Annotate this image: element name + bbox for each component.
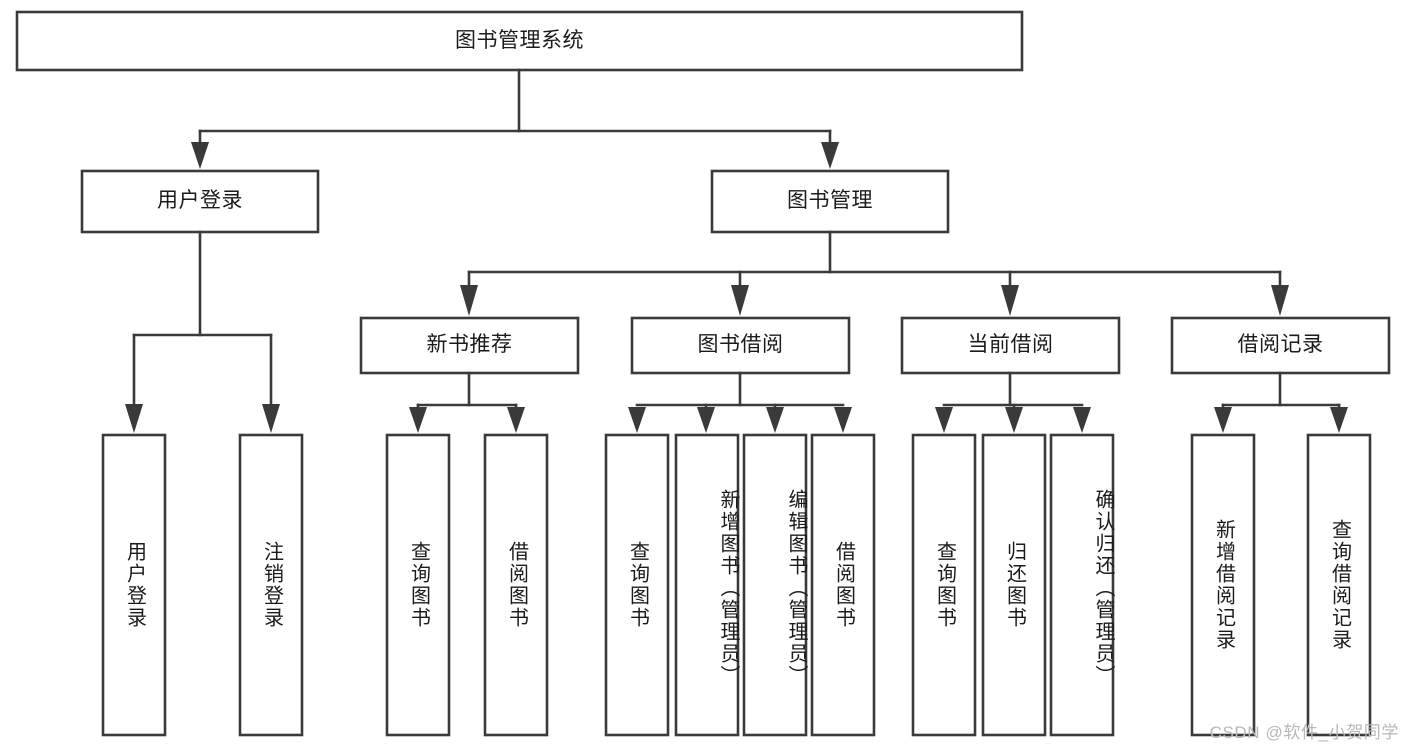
node-box-leaf-confirm-return-admin[interactable] — [1049, 433, 1115, 737]
node-box-root[interactable] — [15, 10, 1024, 72]
node-box-book-management[interactable] — [710, 169, 950, 234]
node-box-leaf-query-borrow-record[interactable] — [1306, 433, 1372, 737]
node-box-leaf-query-book-3[interactable] — [911, 433, 977, 737]
node-box-leaf-query-book-1[interactable] — [385, 433, 451, 737]
arrowhead-borrow-record — [1271, 285, 1289, 316]
arrowhead-leaf-add-borrow-record — [1214, 407, 1232, 433]
arrowhead-book-borrow — [731, 285, 749, 316]
arrowhead-leaf-return-book — [1005, 407, 1023, 433]
arrowhead-new-book-recommend — [460, 285, 478, 316]
node-box-leaf-return-book[interactable] — [981, 433, 1047, 737]
node-box-leaf-user-login[interactable] — [101, 433, 167, 737]
arrowhead-book-management — [821, 142, 839, 169]
arrowhead-leaf-add-book-admin — [697, 407, 715, 433]
arrowhead-leaf-user-login — [125, 404, 143, 433]
arrowhead-leaf-query-book-3 — [935, 407, 953, 433]
arrowhead-leaf-borrow-book-1 — [507, 407, 525, 433]
arrowhead-leaf-query-book-2 — [628, 407, 646, 433]
node-box-new-book-recommend[interactable] — [359, 316, 580, 375]
node-box-leaf-add-borrow-record[interactable] — [1190, 433, 1256, 737]
node-box-current-borrow[interactable] — [900, 316, 1121, 375]
arrowhead-leaf-confirm-return-admin — [1073, 407, 1091, 433]
node-box-user-login[interactable] — [80, 169, 320, 234]
arrowhead-leaf-borrow-book-2 — [834, 407, 852, 433]
arrowhead-current-borrow — [1001, 285, 1019, 316]
arrowhead-user-login — [191, 142, 209, 169]
node-box-leaf-logout-login[interactable] — [238, 433, 304, 737]
watermark-text: CSDN @软件_小贺同学 — [1209, 723, 1399, 742]
node-box-leaf-query-book-2[interactable] — [604, 433, 670, 737]
node-box-leaf-add-book-admin[interactable] — [674, 433, 740, 737]
arrowhead-leaf-query-book-1 — [409, 407, 427, 433]
node-box-leaf-borrow-book-1[interactable] — [483, 433, 549, 737]
arrowhead-leaf-edit-book-admin — [766, 407, 784, 433]
arrowhead-leaf-logout-login — [262, 404, 280, 433]
node-box-book-borrow[interactable] — [630, 316, 851, 375]
node-box-leaf-edit-book-admin[interactable] — [742, 433, 808, 737]
node-box-borrow-record[interactable] — [1170, 316, 1391, 375]
arrowhead-leaf-query-borrow-record — [1330, 407, 1348, 433]
node-box-leaf-borrow-book-2[interactable] — [810, 433, 876, 737]
